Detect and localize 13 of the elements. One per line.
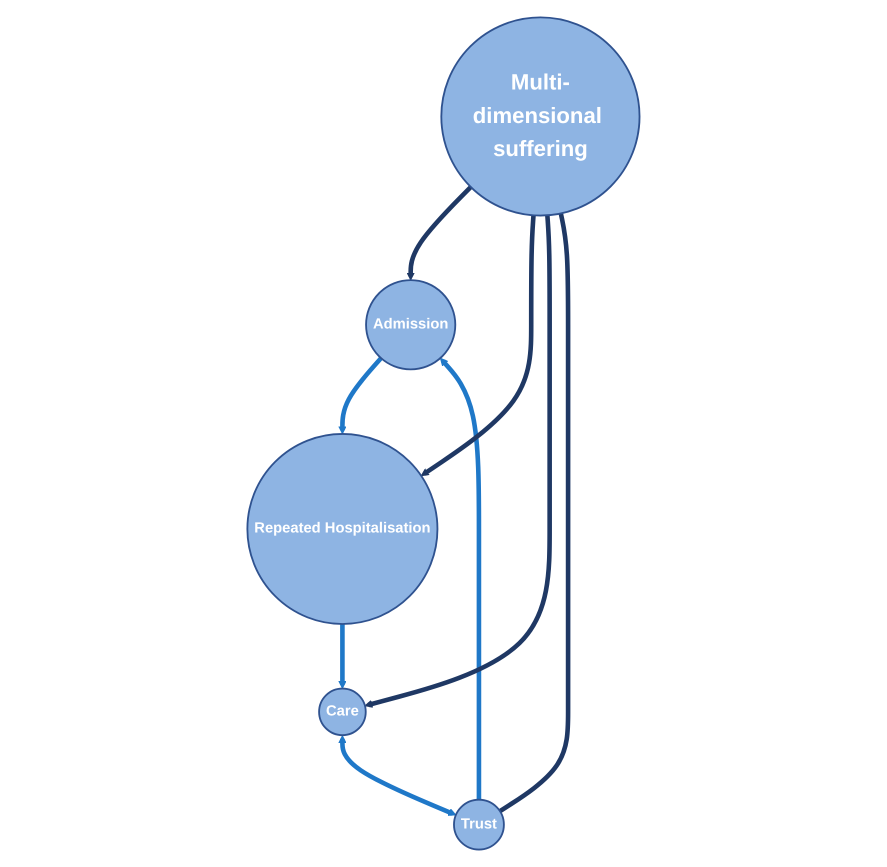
arrow: [338, 624, 346, 689]
arrow: [338, 735, 456, 816]
arrow: [364, 215, 552, 708]
arrow: [420, 215, 536, 476]
arrow: [406, 185, 472, 281]
node-circle: Admission: [365, 279, 456, 370]
arrow: [338, 356, 383, 434]
arrow: [440, 358, 482, 800]
node-circle: Trust: [453, 798, 505, 851]
node-circle: Multi-dimensional suffering: [440, 16, 640, 217]
node-circle: Repeated Hospitalisation: [246, 433, 438, 625]
connector: [498, 213, 570, 814]
node-circle: Care: [318, 688, 367, 736]
